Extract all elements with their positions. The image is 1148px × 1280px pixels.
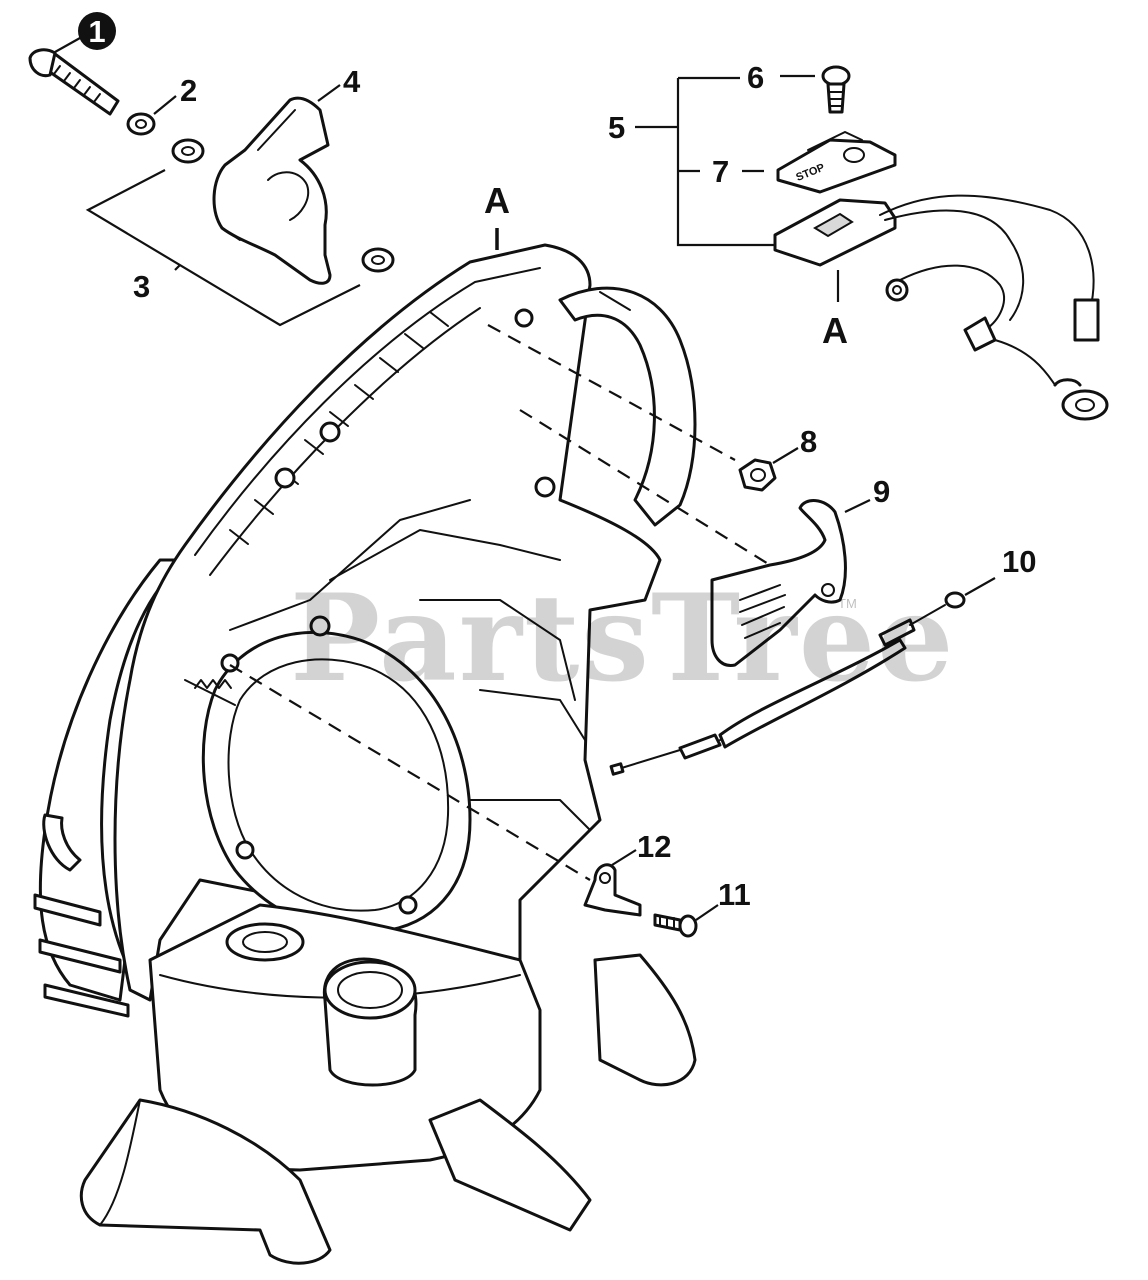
callout-1-badge <box>78 12 116 50</box>
part-2-lock-washer <box>126 95 177 136</box>
callout-7: 7 <box>712 154 729 189</box>
part-9-throttle-lever <box>710 499 871 667</box>
callout-8: 8 <box>800 424 817 459</box>
watermark: PartsTree TM <box>290 568 955 709</box>
callout-12: 12 <box>637 829 671 864</box>
stop-switch <box>773 194 1109 421</box>
callout-9: 9 <box>873 474 890 509</box>
connector-mark-switch: A <box>822 310 848 351</box>
blower-housing <box>33 243 697 1018</box>
part-5-switch-group <box>635 76 775 247</box>
callout-1: 1 <box>88 14 105 49</box>
part-6-screw <box>780 65 851 114</box>
part-1-bolt <box>28 37 120 116</box>
part-8-nut <box>738 447 799 492</box>
callout-6: 6 <box>747 60 764 95</box>
part-11-screw <box>653 904 719 938</box>
callout-labels: 1 2 3 4 5 6 7 8 9 10 11 12 A A <box>78 12 1036 912</box>
part-7-stop-plate: STOP <box>742 131 897 194</box>
callout-10: 10 <box>1002 544 1036 579</box>
part-3-washers <box>85 138 395 327</box>
watermark-text: PartsTree <box>290 568 955 709</box>
callout-3: 3 <box>133 269 150 304</box>
callout-2: 2 <box>180 73 197 108</box>
connector-mark-housing: A <box>484 180 510 221</box>
fuel-tank <box>79 903 697 1265</box>
callout-4: 4 <box>343 64 361 99</box>
part-4-handle-bracket <box>212 84 341 285</box>
part-12-bracket <box>583 849 642 917</box>
callout-11: 11 <box>718 877 751 912</box>
watermark-trademark: TM <box>838 596 857 611</box>
part-10-throttle-cable <box>609 577 996 776</box>
callout-5: 5 <box>608 110 625 145</box>
assembly-guide-lines <box>229 324 771 881</box>
